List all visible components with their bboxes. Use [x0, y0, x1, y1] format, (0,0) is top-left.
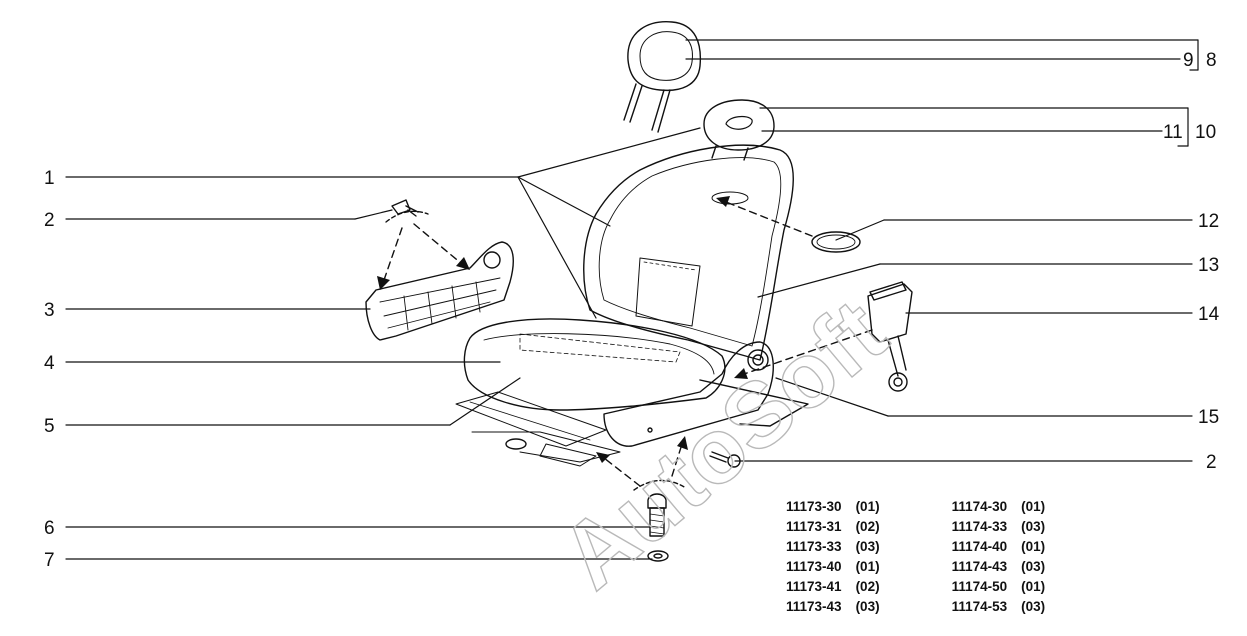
variant-code: (03)	[855, 539, 880, 554]
callout-5: 5	[44, 416, 55, 437]
callout-2-left: 2	[44, 210, 55, 231]
model-code: 11174-43	[951, 559, 1008, 574]
callout-6: 6	[44, 518, 55, 539]
model-code-row: 11173-33 (03)	[786, 537, 880, 557]
callout-9: 9	[1183, 50, 1194, 71]
callout-4: 4	[44, 353, 55, 374]
variant-code: (02)	[855, 579, 880, 594]
fastener-arc-top	[385, 210, 429, 223]
seat-back-part	[583, 144, 794, 361]
callout-11: 11	[1163, 122, 1183, 143]
callout-7: 7	[44, 550, 55, 571]
variant-code: (03)	[1021, 559, 1046, 574]
model-code: 11174-50	[951, 579, 1008, 594]
seat-frame-part	[455, 379, 809, 467]
model-code-table: 11173-30 (01) 11173-31 (02) 11173-33 (03) 1…	[786, 497, 1045, 617]
model-code-row: 11173-43 (03)	[786, 597, 880, 617]
callout-2-right: 2	[1206, 452, 1217, 473]
hinge-cover-part	[603, 341, 774, 447]
variant-code: (01)	[1021, 539, 1046, 554]
leader-lines	[65, 39, 1199, 560]
bolt-part	[647, 493, 667, 537]
model-code-row: 11174-30 (01)	[952, 497, 1046, 517]
callout-12: 12	[1198, 211, 1219, 232]
model-code-row: 11173-31 (02)	[786, 517, 880, 537]
variant-code: (03)	[1021, 519, 1046, 534]
model-code-row: 11173-41 (02)	[786, 577, 880, 597]
belt-buckle-part	[867, 281, 913, 392]
callout-3: 3	[44, 300, 55, 321]
model-code: 11174-40	[951, 539, 1008, 554]
model-code: 11173-33	[786, 539, 842, 554]
model-code-row: 11174-40 (01)	[952, 537, 1046, 557]
cover-cap-part	[811, 231, 861, 253]
callout-8: 8	[1206, 50, 1217, 71]
model-code: 11174-53	[951, 599, 1008, 614]
model-code: 11173-30	[786, 499, 842, 514]
model-code-column-right: 11174-30 (01) 11174-33 (03) 11174-40 (01) 1…	[952, 497, 1046, 617]
model-code: 11174-33	[951, 519, 1008, 534]
model-code: 11173-41	[786, 579, 842, 594]
model-code-row: 11174-50 (01)	[952, 577, 1046, 597]
variant-code: (01)	[855, 499, 880, 514]
callout-13: 13	[1198, 255, 1219, 276]
callout-14: 14	[1198, 304, 1220, 325]
model-code-row: 11174-33 (03)	[952, 517, 1046, 537]
callout-10: 10	[1195, 122, 1216, 143]
model-code: 11173-43	[786, 599, 842, 614]
callout-labels: 1 2 3 4 5 6 7 9 8 11 10 12 13 14 15 2	[44, 50, 1220, 571]
screw-bottom-part	[709, 451, 741, 468]
model-code: 11174-30	[951, 499, 1008, 514]
variant-code: (01)	[1021, 579, 1046, 594]
callout-15: 15	[1198, 407, 1219, 428]
model-code-row: 11174-43 (03)	[952, 557, 1046, 577]
head-restraint-low-part	[703, 99, 775, 161]
side-trim-part	[365, 241, 514, 341]
seat-cushion-part	[463, 318, 726, 411]
washer-part	[647, 550, 669, 562]
model-code: 11173-40	[786, 559, 842, 574]
model-code: 11173-31	[786, 519, 842, 534]
model-code-row: 11173-30 (01)	[786, 497, 880, 517]
head-restraint-part	[623, 21, 702, 133]
model-code-row: 11173-40 (01)	[786, 557, 880, 577]
variant-code: (01)	[1021, 499, 1046, 514]
model-code-column-left: 11173-30 (01) 11173-31 (02) 11173-33 (03) 1…	[786, 497, 880, 617]
variant-code: (03)	[1021, 599, 1046, 614]
screw-top-part	[391, 199, 419, 217]
arrow-heads	[377, 196, 748, 463]
callout-1: 1	[44, 168, 55, 189]
variant-code: (03)	[855, 599, 880, 614]
variant-code: (02)	[855, 519, 880, 534]
model-code-row: 11174-53 (03)	[952, 597, 1046, 617]
variant-code: (01)	[855, 559, 880, 574]
fastener-arc-bottom	[633, 479, 687, 491]
